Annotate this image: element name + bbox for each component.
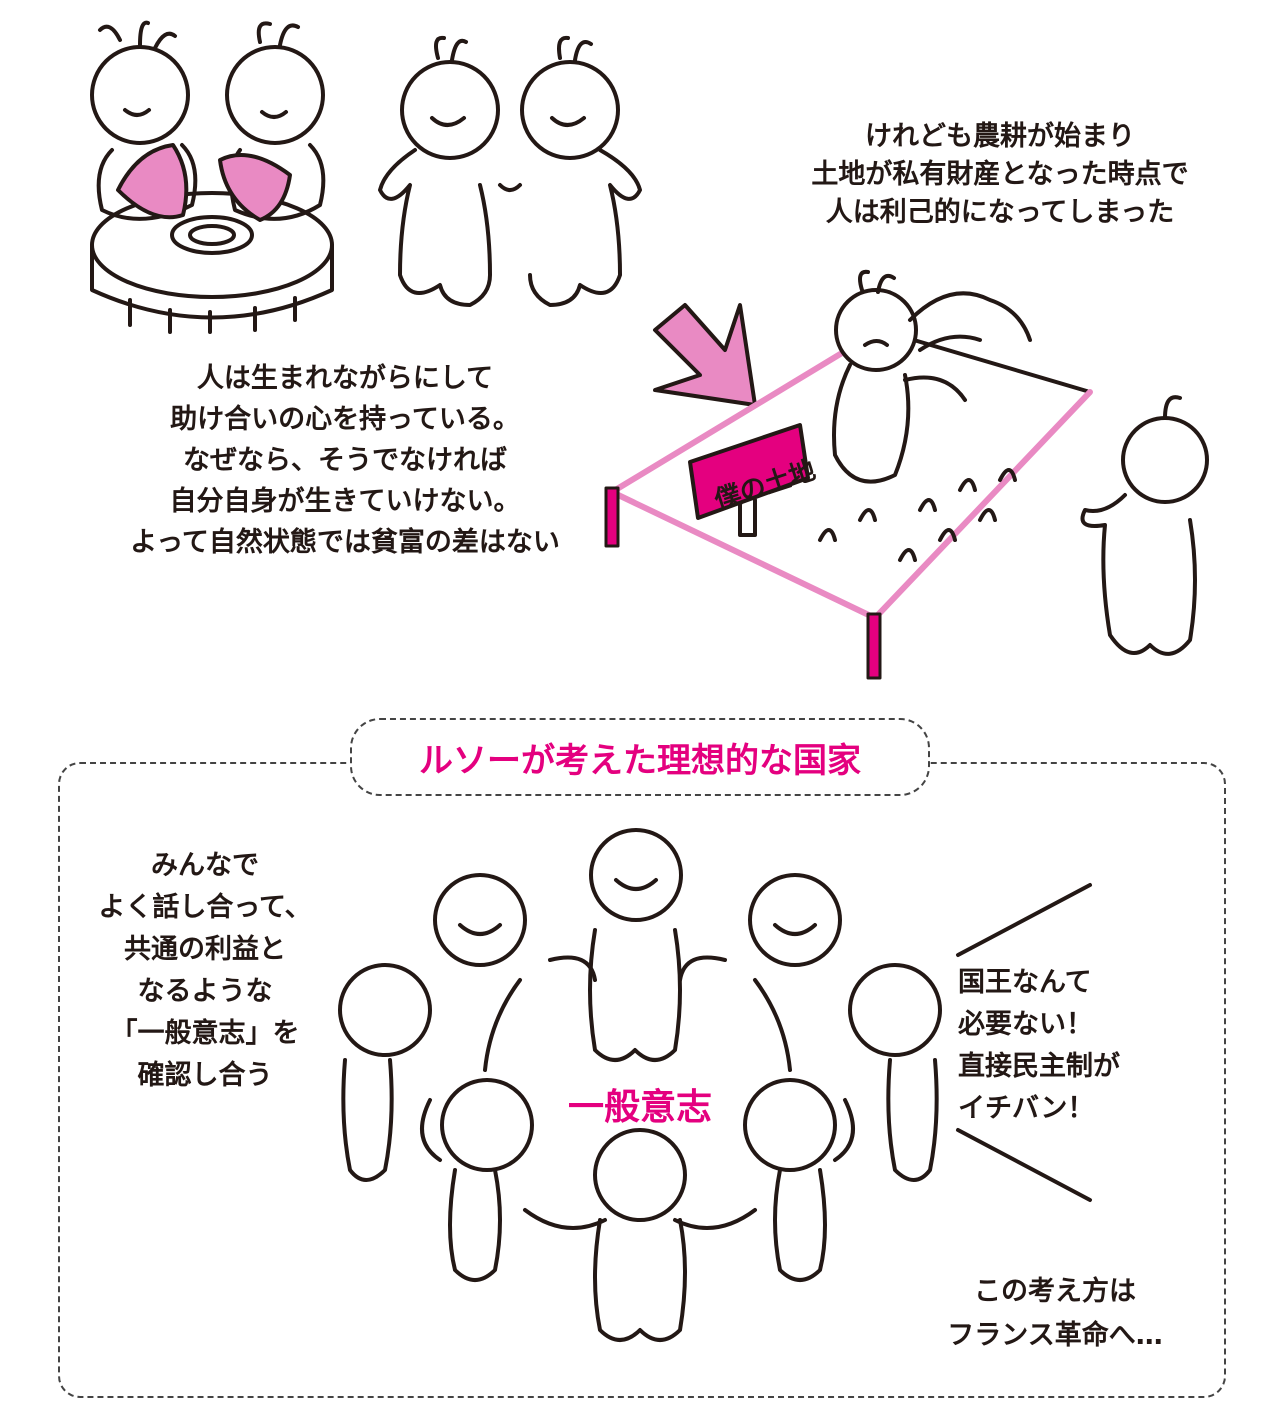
text-line: 「一般意志」を [110,1018,300,1049]
left-caption: 人は生まれながらにして 助け合いの心を持っている。 なぜなら、そうでなければ 自… [105,358,585,563]
general-will-label: 一般意志 [567,1087,712,1128]
bottom-right-text: この考え方は フランス革命へ… [930,1270,1180,1358]
top-right-caption: けれども農耕が始まり 土地が私有財産となった時点で 人は利己的になってしまった [790,118,1210,232]
sign-board [688,423,810,537]
circle-of-people [338,828,942,1342]
caption-line: 土地が私有財産となった時点で [811,159,1189,190]
caption-line: けれども農耕が始まり [865,121,1135,152]
text-line: フランス革命へ… [947,1320,1163,1351]
observer-kid [1080,395,1209,656]
bubble-line: 必要ない！ [958,1009,1093,1040]
caption-line: 自分自身が生きていけない。 [169,486,521,517]
watermelon-right [218,153,292,222]
bubble-line: 直接民主制が [958,1051,1120,1082]
text-line: みんなで [151,850,259,881]
bubble-line-top [956,883,1092,957]
text-line: なるような [137,976,273,1007]
bubble-line-bottom [956,1128,1092,1202]
caption-line: 人は利己的になってしまった [825,197,1175,228]
bubble-line: イチバン！ [958,1093,1095,1124]
text-line: 確認し合う [137,1060,273,1091]
caption-line: 人は生まれながらにして [196,363,494,394]
caption-line: 助け合いの心を持っている。 [170,404,520,435]
caption-line: よって自然状態では貧富の差はない [130,527,560,558]
bubble-line: 国王なんて [958,967,1092,998]
farmer-kid [832,269,1032,484]
caption-line: なぜなら、そうでなければ [183,445,507,476]
section-title-box: ルソーが考えた理想的な国家 [350,718,930,796]
speech-bubble-text: 国王なんて 必要ない！ 直接民主制が イチバン！ [958,962,1178,1130]
watermelon-left [116,143,189,220]
text-line: この考え方は [974,1276,1136,1307]
kids-holding-hands [378,35,642,307]
text-line: よく話し合って、 [98,892,312,923]
kid-eating-left [90,20,198,221]
pink-arrow [653,303,757,407]
section-title: ルソーが考えた理想的な国家 [419,740,861,781]
section-left-text: みんなで よく話し合って、 共通の利益と なるような 「一般意志」を 確認し合う [80,845,330,1097]
text-line: 共通の利益と [124,934,286,965]
